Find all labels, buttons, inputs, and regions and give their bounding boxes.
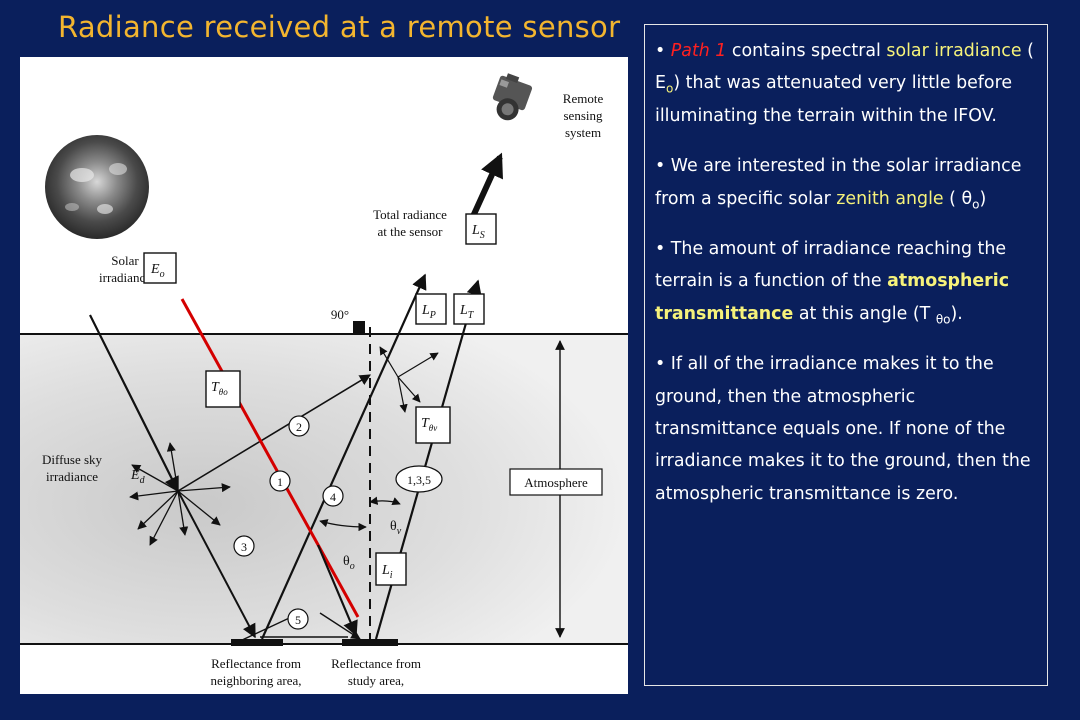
atmosphere-label-box <box>509 468 603 496</box>
reflectance-neighbor-label-2: neighboring area, <box>211 673 302 688</box>
svg-text:LP: LP <box>421 303 436 321</box>
sensor-label-1: Remote <box>563 91 604 106</box>
box-T-theta-v: Tθv <box>415 406 451 444</box>
path-marker-5: 5 <box>287 608 309 630</box>
solar-irradiance-label-1: Solar <box>111 253 139 268</box>
path-marker-135: 1,3,5 <box>395 465 443 493</box>
bullet-text: contains spectral <box>726 41 887 61</box>
bullet-zenith: • We are interested in the solar irradia… <box>655 150 1039 215</box>
bullet-text: ( θ <box>943 188 973 209</box>
svg-text:1,3,5: 1,3,5 <box>407 473 431 487</box>
bullet-path1: • Path 1 contains spectral solar irradia… <box>655 35 1039 132</box>
diffuse-sky-label-1: Diffuse sky <box>42 452 103 467</box>
neighbor-area-patch <box>231 639 283 646</box>
sun-icon <box>45 135 149 239</box>
bullet-dot: • <box>655 156 666 177</box>
theta-v-arc <box>369 496 401 505</box>
solar-irradiance-highlight: solar irradiance <box>886 41 1022 61</box>
theta-o-label: θo <box>343 554 355 572</box>
explanation-panel: • Path 1 contains spectral solar irradia… <box>644 24 1048 686</box>
radiance-diagram: Remote sensing system Total radiance at … <box>20 57 628 694</box>
svg-text:Li: Li <box>381 563 393 581</box>
bullet-text: ). <box>950 303 963 324</box>
bullet-text: ) that was attenuated very little before… <box>655 73 1013 126</box>
atmospheric-transmittance-highlight: atmospheric transmittance <box>655 271 1010 324</box>
bullet-text: at this angle (T <box>793 303 936 324</box>
box-Lp: LP <box>415 293 447 325</box>
svg-text:1: 1 <box>277 475 283 489</box>
bullet-dot: • <box>655 354 666 375</box>
reflectance-study-label-1: Reflectance from <box>331 656 421 671</box>
diffuse-scatter-rays <box>129 442 231 546</box>
study-area-patch <box>342 639 398 646</box>
solar-irradiance-label-2: irradiance <box>99 270 151 285</box>
bullet-transmittance: • The amount of irradiance reaching the … <box>655 233 1039 330</box>
right-angle-marker <box>353 321 365 333</box>
reflectance-neighbor-label-1: Reflectance from <box>211 656 301 671</box>
total-radiance-arrow <box>467 152 503 225</box>
bullet-text: ( E <box>655 41 1034 94</box>
camera-icon <box>492 73 533 121</box>
path-marker-1: 1 <box>269 470 291 492</box>
reflectance-study-label-2: study area, <box>348 673 404 688</box>
zenith-angle-highlight: zenith angle <box>836 188 944 209</box>
path1-red-line <box>180 298 360 618</box>
box-Eo: Eo <box>143 252 177 284</box>
svg-text:Tθv: Tθv <box>421 416 437 433</box>
path1-black-arrow <box>316 544 358 637</box>
bullet-all-none: • If all of the irradiance makes it to t… <box>655 348 1039 510</box>
theta-o-arc <box>319 519 367 532</box>
total-radiance-label-1: Total radiance <box>373 207 447 222</box>
svg-text:Eo: Eo <box>150 262 165 280</box>
box-T-theta-o: Tθo <box>205 370 241 408</box>
svg-text:LT: LT <box>459 303 475 321</box>
svg-text:3: 3 <box>241 540 247 554</box>
path2-line <box>177 374 371 492</box>
total-radiance-label-2: at the sensor <box>378 224 444 239</box>
sensor-label-2: sensing <box>564 108 604 123</box>
svg-text:Tθo: Tθo <box>211 380 228 397</box>
bullet-text: We are interested in the solar irradianc… <box>655 156 1022 209</box>
angle-90-label: 90° <box>331 307 349 322</box>
box-Ls: LS <box>465 213 497 245</box>
path-marker-3: 3 <box>233 535 255 557</box>
box-Li: Li <box>375 552 407 586</box>
svg-text:2: 2 <box>296 420 302 434</box>
subscript: o <box>666 81 674 96</box>
atmosphere-label: Atmosphere <box>524 475 588 490</box>
bullet-text: The amount of irradiance reaching the te… <box>655 239 1007 292</box>
box-Lt: LT <box>453 293 485 325</box>
subscript: θo <box>935 312 951 327</box>
sensor-label-3: system <box>565 125 601 140</box>
scatter-near-sensor-path <box>379 346 439 413</box>
Ed-label: Ed <box>130 468 146 486</box>
path-marker-2: 2 <box>288 415 310 437</box>
bullet-text: ) <box>979 188 987 209</box>
theta-v-label: θv <box>390 519 402 537</box>
bullet-text: If all of the irradiance makes it to the… <box>655 354 1031 504</box>
subscript: o <box>972 197 980 212</box>
svg-text:LS: LS <box>471 223 485 241</box>
svg-text:5: 5 <box>295 613 301 627</box>
path3-line <box>177 490 256 639</box>
path4-line <box>260 273 427 640</box>
bullet-dot: • <box>655 41 666 61</box>
svg-text:4: 4 <box>330 490 336 504</box>
bullet-dot: • <box>655 239 666 260</box>
path1-highlight: Path 1 <box>670 41 727 61</box>
diffuse-sky-label-2: irradiance <box>46 469 98 484</box>
solar-ray-neighbor <box>89 314 179 493</box>
path-marker-4: 4 <box>322 485 344 507</box>
slide-title: Radiance received at a remote sensor <box>58 10 621 44</box>
